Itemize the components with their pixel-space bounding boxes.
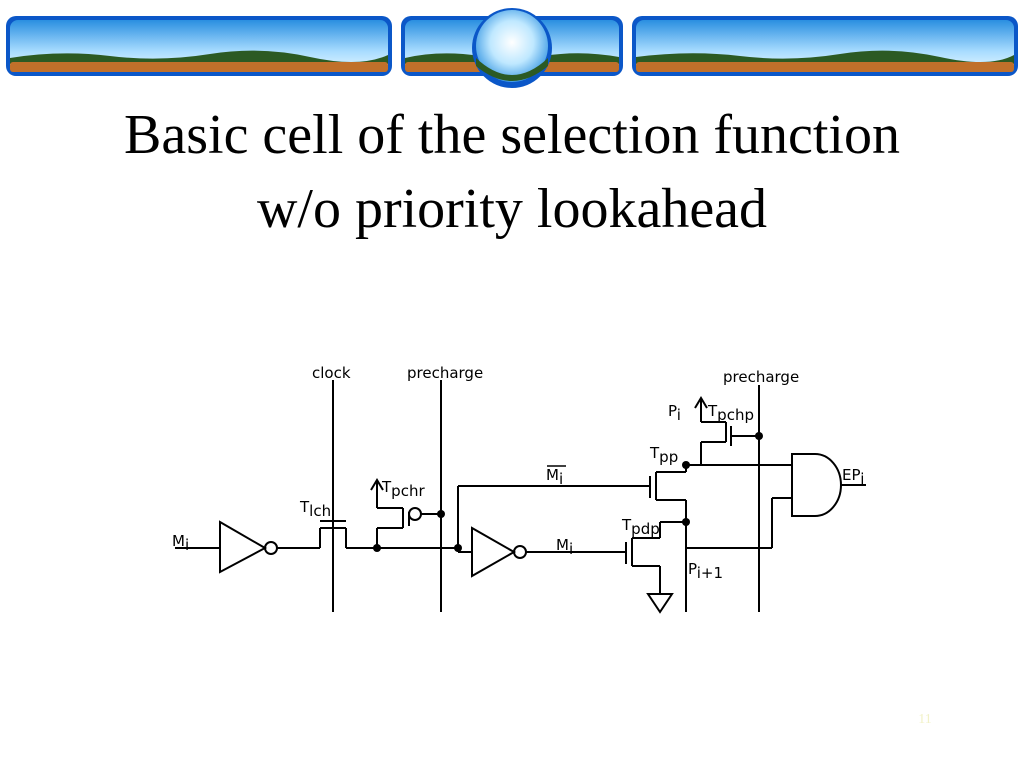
label-t-pp: Tpp bbox=[649, 444, 678, 466]
t-pp-transistor bbox=[649, 465, 687, 522]
slide-title-line-2: w/o priority lookahead bbox=[256, 178, 768, 240]
page-number: 11 bbox=[918, 712, 932, 727]
banner-panel-left bbox=[6, 16, 392, 76]
label-m-i-input: Mi bbox=[172, 532, 189, 554]
inverter-1 bbox=[219, 520, 268, 574]
label-t-pchp: Tpchp bbox=[707, 402, 754, 424]
label-p-i-plus-1: Pi+1 bbox=[688, 560, 723, 582]
label-t-pchr: Tpchr bbox=[381, 478, 425, 500]
banner-panel-right bbox=[632, 16, 1018, 76]
inverter-2 bbox=[471, 526, 517, 578]
label-clock: clock bbox=[312, 364, 351, 382]
slide-title-line-1: Basic cell of the selection function bbox=[124, 104, 900, 166]
junction-dots bbox=[373, 432, 763, 552]
ground-symbol bbox=[646, 593, 674, 614]
circuit-diagram: clock precharge precharge Mi Tlch Tpchr … bbox=[172, 364, 866, 614]
label-ep-i: EPi bbox=[842, 466, 864, 488]
t-pdp-transistor bbox=[625, 521, 686, 594]
slide-title: Basic cell of the selection function w/o… bbox=[0, 98, 1024, 246]
banner-panel-center bbox=[401, 8, 623, 88]
t-pchp-transistor bbox=[694, 396, 759, 465]
label-t-lch: Tlch bbox=[299, 498, 331, 520]
and-gate bbox=[791, 453, 842, 517]
label-m-i-bar: Mi bbox=[546, 466, 563, 488]
label-p-i: Pi bbox=[668, 402, 681, 424]
label-m-i-prime: Mi bbox=[556, 536, 573, 558]
label-precharge-left: precharge bbox=[407, 364, 483, 382]
label-precharge-right: precharge bbox=[723, 368, 799, 386]
t-lch-transistor bbox=[319, 520, 347, 548]
header-banner bbox=[6, 8, 1018, 88]
label-t-pdp: Tpdp bbox=[621, 516, 660, 538]
